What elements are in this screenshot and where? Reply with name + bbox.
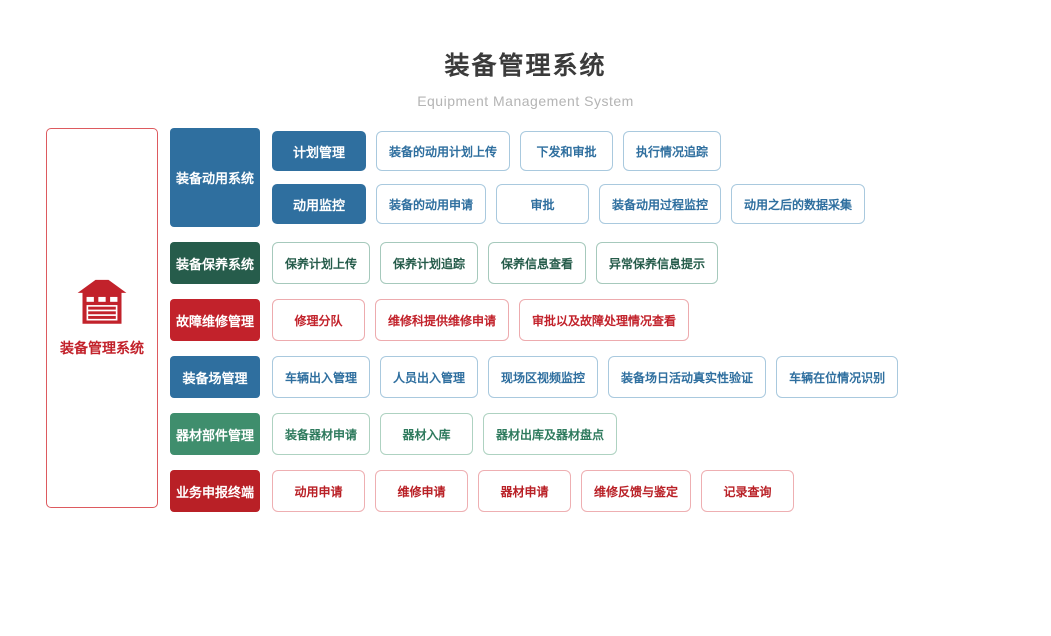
item-box: 装备的动用申请 — [376, 184, 487, 224]
groups: 装备动用系统计划管理装备的动用计划上传下发和审批执行情况追踪动用监控装备的动用申… — [170, 128, 899, 512]
category-box: 装备场管理 — [170, 356, 260, 398]
item-box: 维修反馈与鉴定 — [581, 470, 692, 512]
group: 故障维修管理修理分队维修科提供维修申请审批以及故障处理情况查看 — [170, 299, 898, 341]
item-box: 审批以及故障处理情况查看 — [519, 299, 690, 341]
item-row: 修理分队维修科提供维修申请审批以及故障处理情况查看 — [272, 299, 690, 341]
item-box: 装备动用过程监控 — [599, 184, 722, 224]
category-box: 装备保养系统 — [170, 242, 260, 284]
item-box: 下发和审批 — [520, 131, 614, 171]
category-box: 业务申报终端 — [170, 470, 260, 512]
item-box: 保养计划上传 — [272, 242, 371, 284]
garage-icon — [76, 278, 128, 329]
item-box: 车辆出入管理 — [272, 356, 371, 398]
item-box: 动用申请 — [272, 470, 365, 512]
item-box: 装备器材申请 — [272, 413, 371, 455]
group: 装备保养系统保养计划上传保养计划追踪保养信息查看异常保养信息提示 — [170, 242, 898, 284]
item-box: 维修科提供维修申请 — [375, 299, 510, 341]
item-box: 器材入库 — [380, 413, 474, 455]
item-row: 保养计划上传保养计划追踪保养信息查看异常保养信息提示 — [272, 242, 719, 284]
group: 业务申报终端动用申请维修申请器材申请维修反馈与鉴定记录查询 — [170, 470, 898, 512]
root-system-box: 装备管理系统 — [46, 128, 158, 508]
item-box: 动用之后的数据采集 — [731, 184, 866, 224]
item-box: 保养信息查看 — [488, 242, 587, 284]
category-box: 装备动用系统 — [170, 128, 260, 227]
group: 器材部件管理装备器材申请器材入库器材出库及器材盘点 — [170, 413, 898, 455]
item-box: 修理分队 — [272, 299, 365, 341]
root-system-label: 装备管理系统 — [60, 340, 144, 356]
item-box: 器材申请 — [478, 470, 571, 512]
group: 装备场管理车辆出入管理人员出入管理现场区视频监控装备场日活动真实性验证车辆在位情… — [170, 356, 899, 398]
item-row: 动用申请维修申请器材申请维修反馈与鉴定记录查询 — [272, 470, 795, 512]
item-box: 车辆在位情况识别 — [776, 356, 899, 398]
category-box: 器材部件管理 — [170, 413, 260, 455]
item-box: 装备场日活动真实性验证 — [608, 356, 767, 398]
item-box: 人员出入管理 — [380, 356, 479, 398]
category-box: 故障维修管理 — [170, 299, 260, 341]
page-title: 装备管理系统 — [444, 52, 607, 80]
page-subtitle: Equipment Management System — [417, 93, 634, 109]
item-row: 装备器材申请器材入库器材出库及器材盘点 — [272, 413, 618, 455]
item-box: 器材出库及器材盘点 — [483, 413, 618, 455]
subcategory-box: 动用监控 — [272, 184, 366, 224]
subrow-column: 计划管理装备的动用计划上传下发和审批执行情况追踪动用监控装备的动用申请审批装备动… — [272, 128, 866, 227]
item-box: 执行情况追踪 — [623, 131, 722, 171]
subrow: 动用监控装备的动用申请审批装备动用过程监控动用之后的数据采集 — [272, 184, 866, 224]
group: 装备动用系统计划管理装备的动用计划上传下发和审批执行情况追踪动用监控装备的动用申… — [170, 128, 898, 227]
item-box: 装备的动用计划上传 — [376, 131, 511, 171]
item-box: 记录查询 — [701, 470, 795, 512]
item-box: 审批 — [496, 184, 590, 224]
subcategory-box: 计划管理 — [272, 131, 366, 171]
item-row: 车辆出入管理人员出入管理现场区视频监控装备场日活动真实性验证车辆在位情况识别 — [272, 356, 899, 398]
item-box: 维修申请 — [375, 470, 468, 512]
item-box: 异常保养信息提示 — [596, 242, 719, 284]
item-box: 现场区视频监控 — [488, 356, 599, 398]
subrow: 计划管理装备的动用计划上传下发和审批执行情况追踪 — [272, 131, 865, 171]
item-box: 保养计划追踪 — [380, 242, 479, 284]
